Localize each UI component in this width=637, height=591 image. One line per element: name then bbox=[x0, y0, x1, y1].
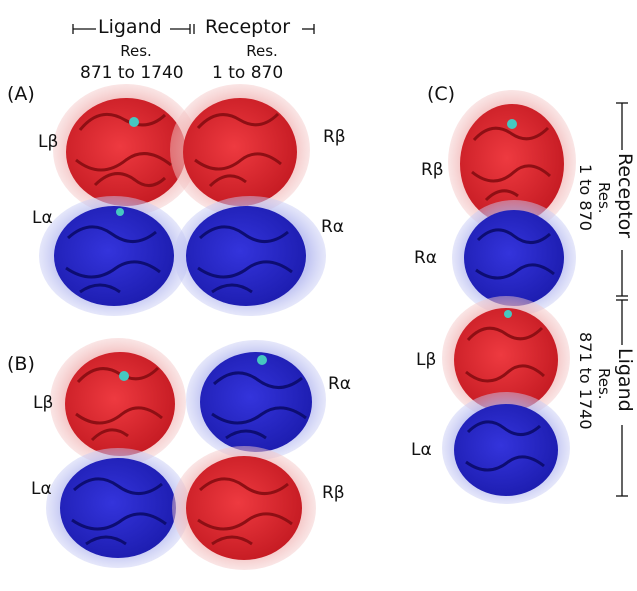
panel-c-label: (C) bbox=[427, 83, 456, 105]
panel-c-receptor-res-label: Res. bbox=[595, 182, 613, 214]
panel-c-ligand-res-range: 871 to 1740 bbox=[576, 332, 595, 430]
panel-c-ligand-beta-label: Lβ bbox=[416, 350, 437, 370]
panel-b-receptor-beta-label: Rβ bbox=[322, 483, 345, 503]
panel-b-receptor-beta-protein bbox=[172, 446, 316, 570]
panel-c-receptor-alpha-label: Rα bbox=[414, 248, 438, 268]
panel-c-ligand-res-label: Res. bbox=[595, 368, 613, 400]
panel-c-bracket bbox=[616, 102, 628, 497]
panel-a-ligand-beta-protein bbox=[53, 84, 199, 216]
receptor-res-label: Res. bbox=[246, 42, 278, 60]
panel-b-receptor-alpha-protein bbox=[186, 340, 326, 460]
receptor-header: Receptor bbox=[205, 16, 291, 38]
ligand-res-range: 871 to 1740 bbox=[80, 63, 184, 83]
panel-b-ligand-alpha-protein bbox=[46, 448, 190, 568]
panel-b-ligand-beta-label: Lβ bbox=[33, 393, 54, 413]
panel-a-ligand-beta-label: Lβ bbox=[38, 132, 59, 152]
panel-a-receptor-alpha-label: Rα bbox=[321, 217, 345, 237]
panel-b-ligand-alpha-label: Lα bbox=[31, 479, 52, 499]
panel-b-ligand-beta-protein bbox=[50, 338, 186, 466]
ligand-header: Ligand bbox=[98, 16, 162, 38]
panel-a-receptor-alpha-protein bbox=[174, 196, 326, 316]
panel-a-receptor-beta-protein bbox=[170, 84, 310, 216]
panel-c-receptor-header: Receptor bbox=[614, 153, 636, 239]
panel-c-receptor-res-range: 1 to 870 bbox=[576, 164, 595, 231]
panel-b-structures bbox=[46, 338, 326, 570]
ligand-res-label: Res. bbox=[120, 42, 152, 60]
panel-c-ligand-beta-protein bbox=[442, 296, 570, 420]
panel-a-structures bbox=[39, 84, 326, 316]
panel-a-ligand-alpha-label: Lα bbox=[32, 208, 53, 228]
panel-a-label: (A) bbox=[7, 83, 35, 105]
panel-b-receptor-alpha-label: Rα bbox=[328, 374, 352, 394]
panel-c-ligand-alpha-protein bbox=[442, 392, 570, 504]
panel-c-receptor-beta-label: Rβ bbox=[421, 160, 444, 180]
panel-c-structures bbox=[442, 90, 576, 504]
panel-b-label: (B) bbox=[7, 353, 35, 375]
panel-c-ligand-alpha-label: Lα bbox=[411, 440, 432, 460]
panel-c-ligand-header: Ligand bbox=[614, 348, 636, 412]
panel-a-ligand-alpha-protein bbox=[39, 196, 189, 316]
panel-a-receptor-beta-label: Rβ bbox=[323, 127, 346, 147]
panel-c-receptor-beta-protein bbox=[448, 90, 576, 234]
receptor-res-range: 1 to 870 bbox=[212, 63, 284, 83]
panel-c-receptor-alpha-protein bbox=[452, 200, 576, 316]
header-brackets bbox=[72, 24, 315, 34]
